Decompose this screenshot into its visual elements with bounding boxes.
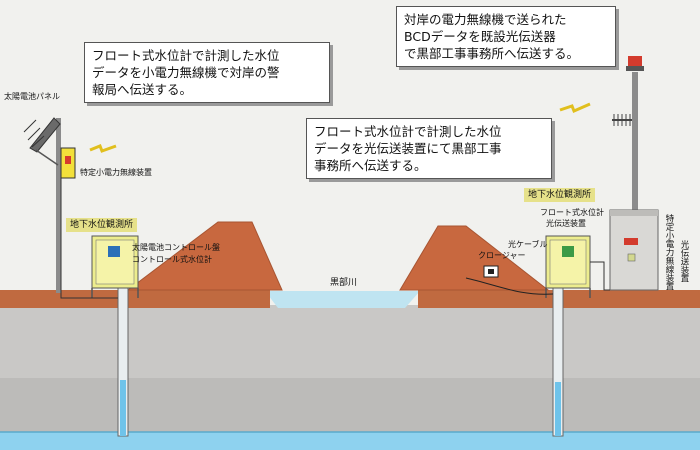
callout-line: 事務所へ伝送する。 [314, 158, 427, 173]
relay-building [609, 209, 659, 291]
callout-line: で黒部工事事務所へ伝送する。 [404, 46, 580, 61]
ground-left [0, 290, 270, 308]
callout-line: フロート式水位計で計測した水位 [92, 48, 280, 63]
sun-ray [27, 127, 41, 141]
callout-top-right: 対岸の電力無線機で送られた BCDデータを既設光伝送器 で黒部工事事務所へ伝送す… [396, 6, 616, 67]
left-cable [60, 178, 118, 299]
right-embankment [399, 225, 550, 291]
callout-line: データを小電力無線機で対岸の警 [92, 65, 280, 80]
closure-label: クロージャー [478, 251, 526, 260]
callout-line: BCDデータを既設光伝送器 [404, 29, 556, 44]
station-right-label: 地下水位観測所 [524, 188, 596, 202]
vertical-radio-label: 特定小電力無線装置 [664, 214, 674, 291]
pole-beacon [628, 56, 642, 66]
callout-line: 対岸の電力無線機で送られた [404, 12, 567, 27]
closure-core [488, 269, 494, 274]
optical-cable-line [465, 277, 554, 295]
solar-panel [29, 117, 61, 153]
building-indicator [624, 238, 638, 245]
radio-signal-right [559, 102, 591, 113]
radio-signal-left [89, 144, 117, 153]
station-left-label: 地下水位観測所 [66, 218, 138, 232]
river-label: 黒部川 [330, 278, 358, 288]
left-well-water [120, 380, 126, 436]
solar-panel-label: 太陽電池パネル [4, 92, 60, 101]
radio-unit-light [65, 156, 71, 164]
low-power-radio-label: 特定小電力無線装置 [80, 168, 152, 177]
right-pole [632, 72, 638, 290]
left-embankment [126, 221, 283, 291]
river-water [265, 291, 420, 308]
left-pole [56, 118, 61, 293]
callout-left: フロート式水位計で計測した水位 データを小電力無線機で対岸の警 報局へ伝送する。 [84, 42, 330, 103]
right-well-water [555, 382, 561, 436]
callout-line: データを光伝送装置にて黒部工事 [314, 141, 502, 156]
float-gauge-left-label: コントロール式水位計 [132, 255, 212, 264]
optical-cable-label: 光ケーブル [508, 240, 548, 249]
callout-line: フロート式水位計で計測した水位 [314, 124, 502, 139]
solar-controller-label: 太陽電池コントロール盤 [132, 243, 220, 252]
deep-soil-layer [0, 378, 700, 440]
left-cabinet-display [108, 246, 120, 257]
pole-crossarm [626, 66, 644, 71]
vertical-optical-label: 光伝送装置 [679, 240, 689, 283]
float-gauge-right-label: フロート式水位計 [540, 208, 604, 217]
building-roof [610, 210, 658, 216]
right-cabinet-display [562, 246, 574, 257]
callout-line: 報局へ伝送する。 [92, 82, 193, 97]
sun-ray [23, 119, 37, 133]
groundwater-layer [0, 432, 700, 450]
sun-ray [31, 135, 45, 148]
panel-bracket [35, 149, 59, 166]
optical-transmitter-label: 光伝送装置 [546, 219, 586, 228]
building-panel [627, 253, 636, 262]
antenna [612, 114, 632, 126]
right-cable [590, 261, 610, 291]
callout-middle: フロート式水位計で計測した水位 データを光伝送装置にて黒部工事 事務所へ伝送する… [306, 118, 552, 179]
